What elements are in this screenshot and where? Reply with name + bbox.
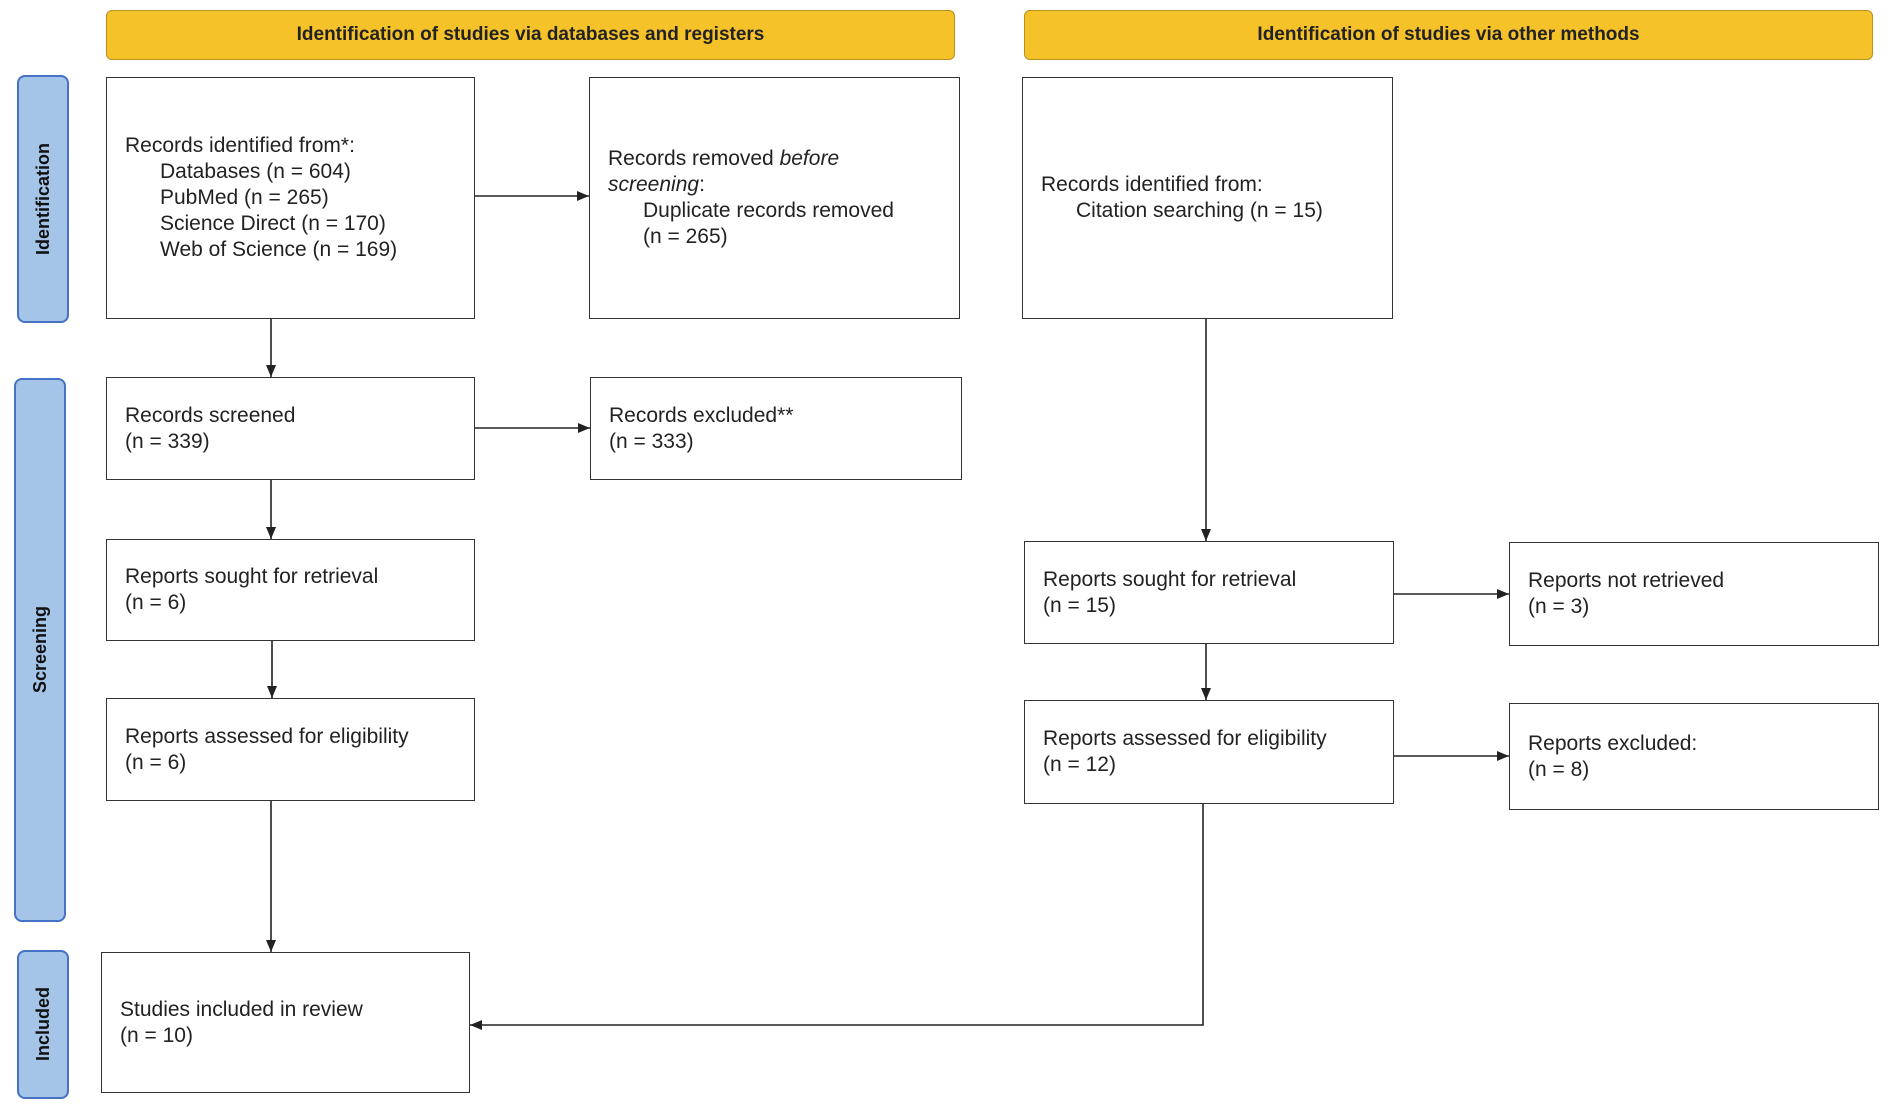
box-records-identified-other: Records identified from: Citation search… (1022, 77, 1393, 319)
box-reports-sought-databases: Reports sought for retrieval (n = 6) (106, 539, 475, 641)
reports-assessed-count: (n = 6) (125, 750, 187, 774)
phase-screening-label: Screening (29, 606, 50, 694)
box-records-screened: Records screened (n = 339) (106, 377, 475, 480)
source-science-direct: Science Direct (n = 170) (160, 212, 386, 235)
records-screened-title: Records screened (125, 403, 296, 427)
source-pubmed: PubMed (n = 265) (160, 186, 329, 209)
other-reports-assessed-title: Reports assessed for eligibility (1043, 727, 1327, 750)
other-records-identified-title: Records identified from: (1041, 173, 1263, 196)
reports-sought-title: Reports sought for retrieval (125, 565, 379, 588)
reports-excluded-count: (n = 8) (1528, 757, 1590, 781)
box-reports-assessed-databases: Reports assessed for eligibility (n = 6) (106, 698, 475, 801)
header-other-label: Identification of studies via other meth… (1257, 24, 1640, 45)
phase-screening: Screening (14, 378, 66, 922)
records-excluded-count: (n = 333) (609, 429, 694, 453)
box-reports-not-retrieved: Reports not retrieved (n = 3) (1509, 542, 1879, 646)
reports-assessed-title: Reports assessed for eligibility (125, 724, 409, 748)
records-removed-title-emphasis: before screening (608, 147, 840, 196)
studies-included-count: (n = 10) (120, 1023, 193, 1047)
reports-excluded-title: Reports excluded: (1528, 731, 1698, 755)
phase-identification: Identification (17, 75, 69, 323)
source-web-of-science: Web of Science (n = 169) (160, 238, 398, 261)
box-records-excluded: Records excluded** (n = 333) (590, 377, 962, 480)
phase-identification-label: Identification (32, 143, 53, 255)
records-removed-title-suffix: : (699, 173, 705, 196)
studies-included-title: Studies included in review (120, 997, 363, 1021)
reports-not-retrieved-count: (n = 3) (1528, 595, 1590, 618)
duplicates-removed-label: Duplicate records removed (643, 199, 894, 222)
other-reports-assessed-count: (n = 12) (1043, 753, 1116, 776)
header-other-methods: Identification of studies via other meth… (1024, 10, 1873, 60)
box-reports-sought-other: Reports sought for retrieval (n = 15) (1024, 541, 1394, 644)
box-reports-assessed-other: Reports assessed for eligibility (n = 12… (1024, 700, 1394, 804)
other-reports-sought-title: Reports sought for retrieval (1043, 567, 1297, 591)
records-screened-count: (n = 339) (125, 429, 210, 453)
records-excluded-title: Records excluded** (609, 403, 794, 427)
box-studies-included: Studies included in review (n = 10) (101, 952, 470, 1093)
box-records-identified-databases: Records identified from*: Databases (n =… (106, 77, 475, 319)
records-removed-title: Records removed before screening: (608, 146, 898, 198)
box-records-removed: Records removed before screening: Duplic… (589, 77, 960, 319)
records-removed-title-prefix: Records removed (608, 147, 780, 170)
header-databases-registers: Identification of studies via databases … (106, 10, 955, 60)
phase-included: Included (17, 950, 69, 1099)
source-citation-searching: Citation searching (n = 15) (1076, 199, 1323, 222)
source-databases: Databases (n = 604) (160, 160, 351, 183)
header-databases-label: Identification of studies via databases … (296, 24, 765, 45)
arrow-other-assessed-to-included (470, 804, 1204, 1030)
phase-included-label: Included (32, 987, 53, 1062)
reports-not-retrieved-title: Reports not retrieved (1528, 569, 1725, 592)
records-identified-title: Records identified from*: (125, 134, 355, 157)
reports-sought-count: (n = 6) (125, 591, 187, 614)
duplicates-removed-count: (n = 265) (643, 225, 728, 248)
other-reports-sought-count: (n = 15) (1043, 593, 1116, 617)
box-reports-excluded: Reports excluded: (n = 8) (1509, 703, 1879, 810)
